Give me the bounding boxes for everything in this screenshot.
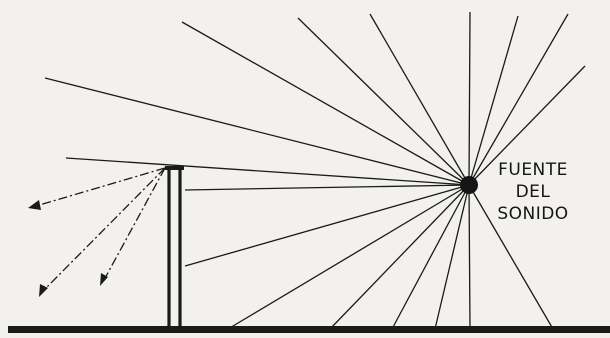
diffracted-ray xyxy=(36,168,165,206)
sound-ray xyxy=(392,185,469,329)
ground-line xyxy=(8,326,610,333)
arrowhead xyxy=(28,200,41,210)
arrowhead xyxy=(39,284,48,297)
sound-ray xyxy=(330,185,469,329)
barrier-wall xyxy=(165,168,184,330)
sound-ray xyxy=(185,185,469,266)
sound-ray xyxy=(469,185,470,329)
sound-ray xyxy=(469,12,470,185)
sound-ray xyxy=(228,185,469,329)
sound-ray xyxy=(45,78,469,185)
arrowheads xyxy=(28,200,108,297)
sound-ray xyxy=(298,18,469,185)
sound-ray xyxy=(185,185,469,190)
sound-ray xyxy=(435,185,469,329)
label-line-1: FUENTE xyxy=(498,160,568,180)
sound-ray xyxy=(66,158,469,185)
diffracted-rays xyxy=(36,168,165,290)
sound-source-dot xyxy=(460,176,478,194)
label-line-3: SONIDO xyxy=(497,204,568,224)
diffracted-ray xyxy=(104,168,165,280)
sound-source-label: FUENTE DEL SONIDO xyxy=(497,160,568,224)
sound-ray xyxy=(370,14,469,185)
sound-ray xyxy=(182,22,469,185)
label-line-2: DEL xyxy=(516,182,551,202)
